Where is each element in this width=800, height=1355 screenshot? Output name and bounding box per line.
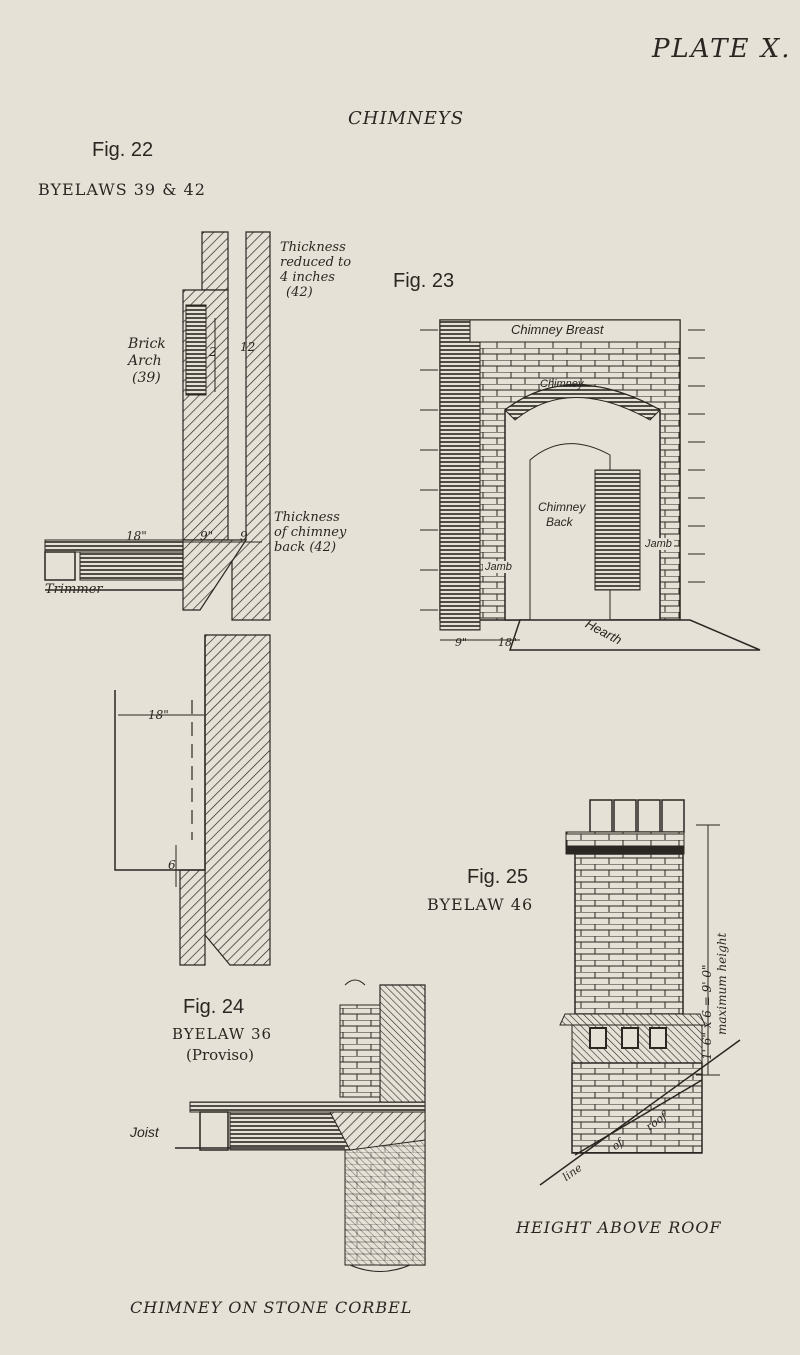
fig24-label-joist: Joist — [130, 1124, 159, 1140]
fig22-dim-18-top: 18" — [126, 529, 147, 543]
fig22-title: Fig. 22 — [92, 139, 154, 161]
fig24-title: Fig. 24 — [183, 996, 245, 1018]
fig23-label-chimney-breast: Chimney Breast — [508, 322, 607, 337]
fig22-dim-9b: 9 — [240, 529, 248, 543]
fig25-max-height-2: maximum height — [715, 932, 729, 1035]
fig22-subtitle: BYELAWS 39 & 42 — [38, 180, 206, 199]
fig22-label-thickness-back: Thickness of chimney back (42) — [274, 510, 347, 555]
fig22-dim-9a: 9" — [200, 529, 214, 543]
fig24-caption: CHIMNEY ON STONE CORBEL — [130, 1298, 413, 1317]
fig22-label-trimmer: Trimmer — [45, 582, 103, 597]
fig23-label-lintel: Chimney — [540, 378, 584, 390]
fig22-dim-18-lower: 18" — [148, 708, 169, 722]
fig23-dim-18: 18" — [498, 636, 518, 649]
fig22-dim-2: 2 — [209, 345, 217, 359]
fig25-subtitle: BYELAW 46 — [427, 895, 534, 914]
fig24-proviso: (Proviso) — [186, 1046, 254, 1064]
fig25-stack-drawing — [539, 799, 741, 1186]
fig23-fireplace-drawing — [420, 319, 761, 651]
fig24-subtitle: BYELAW 36 — [172, 1025, 273, 1043]
fig22-label-brick-arch: Brick Arch (39) — [128, 336, 166, 386]
page-heading: CHIMNEYS — [348, 108, 465, 129]
fig25-max-height: 1' 6" x 6 = 9' 0" — [700, 964, 714, 1060]
fig25-caption: HEIGHT ABOVE ROOF — [516, 1218, 722, 1237]
fig23-dim-9: 9" — [455, 636, 468, 649]
fig22-label-thickness-reduced: Thickness reduced to 4 inches (42) — [280, 240, 352, 300]
fig23-label-jamb-left: Jamb — [483, 561, 514, 573]
fig22-section-drawing — [44, 231, 271, 966]
fig23-title: Fig. 23 — [393, 270, 455, 292]
fig23-label-jamb-right: Jamb — [643, 538, 674, 550]
fig24-corbel-drawing — [175, 979, 426, 1272]
fig25-title: Fig. 25 — [467, 866, 529, 888]
fig23-label-chimney-back: Chimney Back — [538, 500, 586, 529]
fig22-dim-12: 12 — [240, 340, 256, 354]
plate-number: PLATE X. — [652, 34, 792, 64]
fig22-dim-6: 6 — [168, 858, 176, 872]
